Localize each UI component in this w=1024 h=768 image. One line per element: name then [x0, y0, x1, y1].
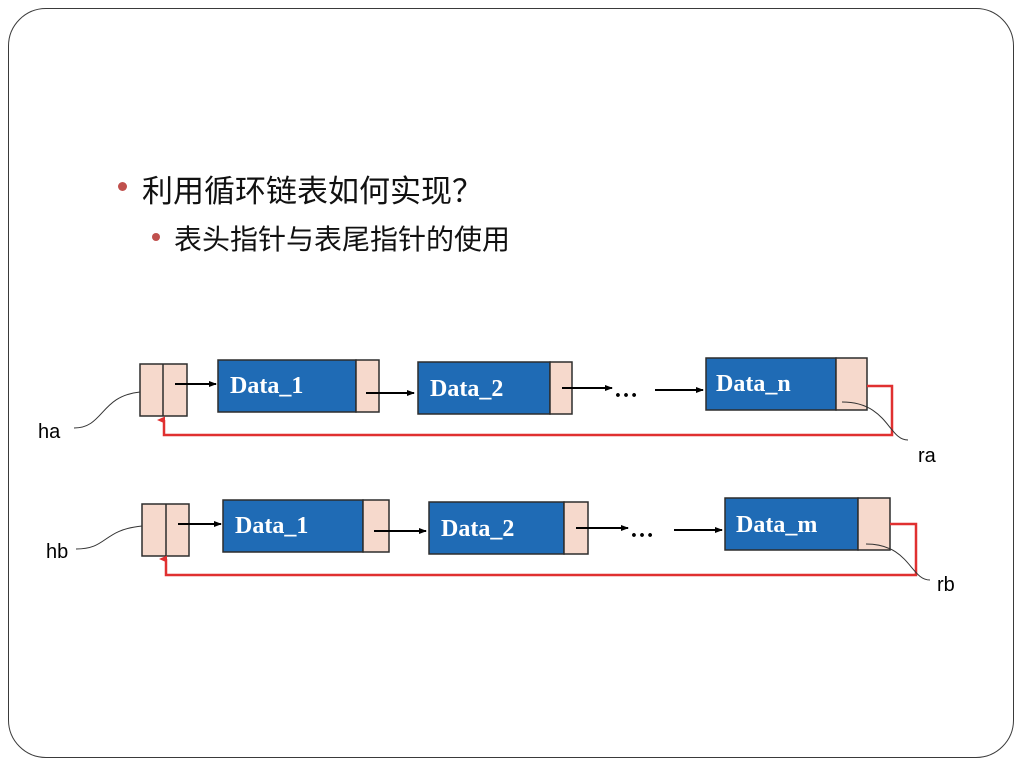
- node-a-1: [217, 359, 357, 413]
- node-b-2: [428, 501, 565, 555]
- bullet-level1: 利用循环链表如何实现？: [118, 166, 483, 211]
- circular-return-link: [157, 384, 894, 437]
- bullet-dot: [152, 233, 160, 241]
- node-a-n-label: Data_n: [716, 371, 791, 397]
- node-b-m: [724, 497, 859, 551]
- bullet-level2-text: 表头指针与表尾指针的使用: [174, 223, 511, 256]
- tail-pointer-label: rb: [937, 574, 955, 596]
- head-callout: [73, 391, 141, 429]
- node-b-1-label: Data_1: [235, 513, 308, 539]
- tail-callout: [841, 401, 909, 441]
- node-a-1-label: Data_1: [230, 373, 303, 399]
- tail-pointer-label: ra: [918, 445, 937, 467]
- head-callout: [75, 525, 143, 550]
- slide-frame: [8, 8, 1014, 758]
- next-cell: [857, 497, 891, 551]
- ellipsis: …: [614, 377, 638, 403]
- ellipsis: …: [630, 517, 654, 543]
- bullet-level2: 表头指针与表尾指针的使用: [152, 218, 510, 258]
- node-b-m-label: Data_m: [736, 512, 817, 538]
- node-a-2-label: Data_2: [430, 376, 503, 402]
- bullet-level1-text: 利用循环链表如何实现？: [142, 174, 483, 210]
- head-pointer-label: ha: [38, 421, 61, 443]
- circular-return-link: [159, 522, 918, 577]
- bullet-dot: [118, 182, 127, 191]
- next-cell: [835, 357, 868, 411]
- list-b: Data_1 Data_2 … Data_m hb rb: [46, 497, 955, 596]
- next-cell: [362, 499, 390, 553]
- list-a: Data_1 Data_2 … Data_n ha ra: [38, 357, 937, 467]
- tail-callout: [865, 543, 931, 581]
- head-pointer-label: hb: [46, 541, 68, 563]
- node-b-2-label: Data_2: [441, 516, 514, 542]
- next-cell: [355, 359, 380, 413]
